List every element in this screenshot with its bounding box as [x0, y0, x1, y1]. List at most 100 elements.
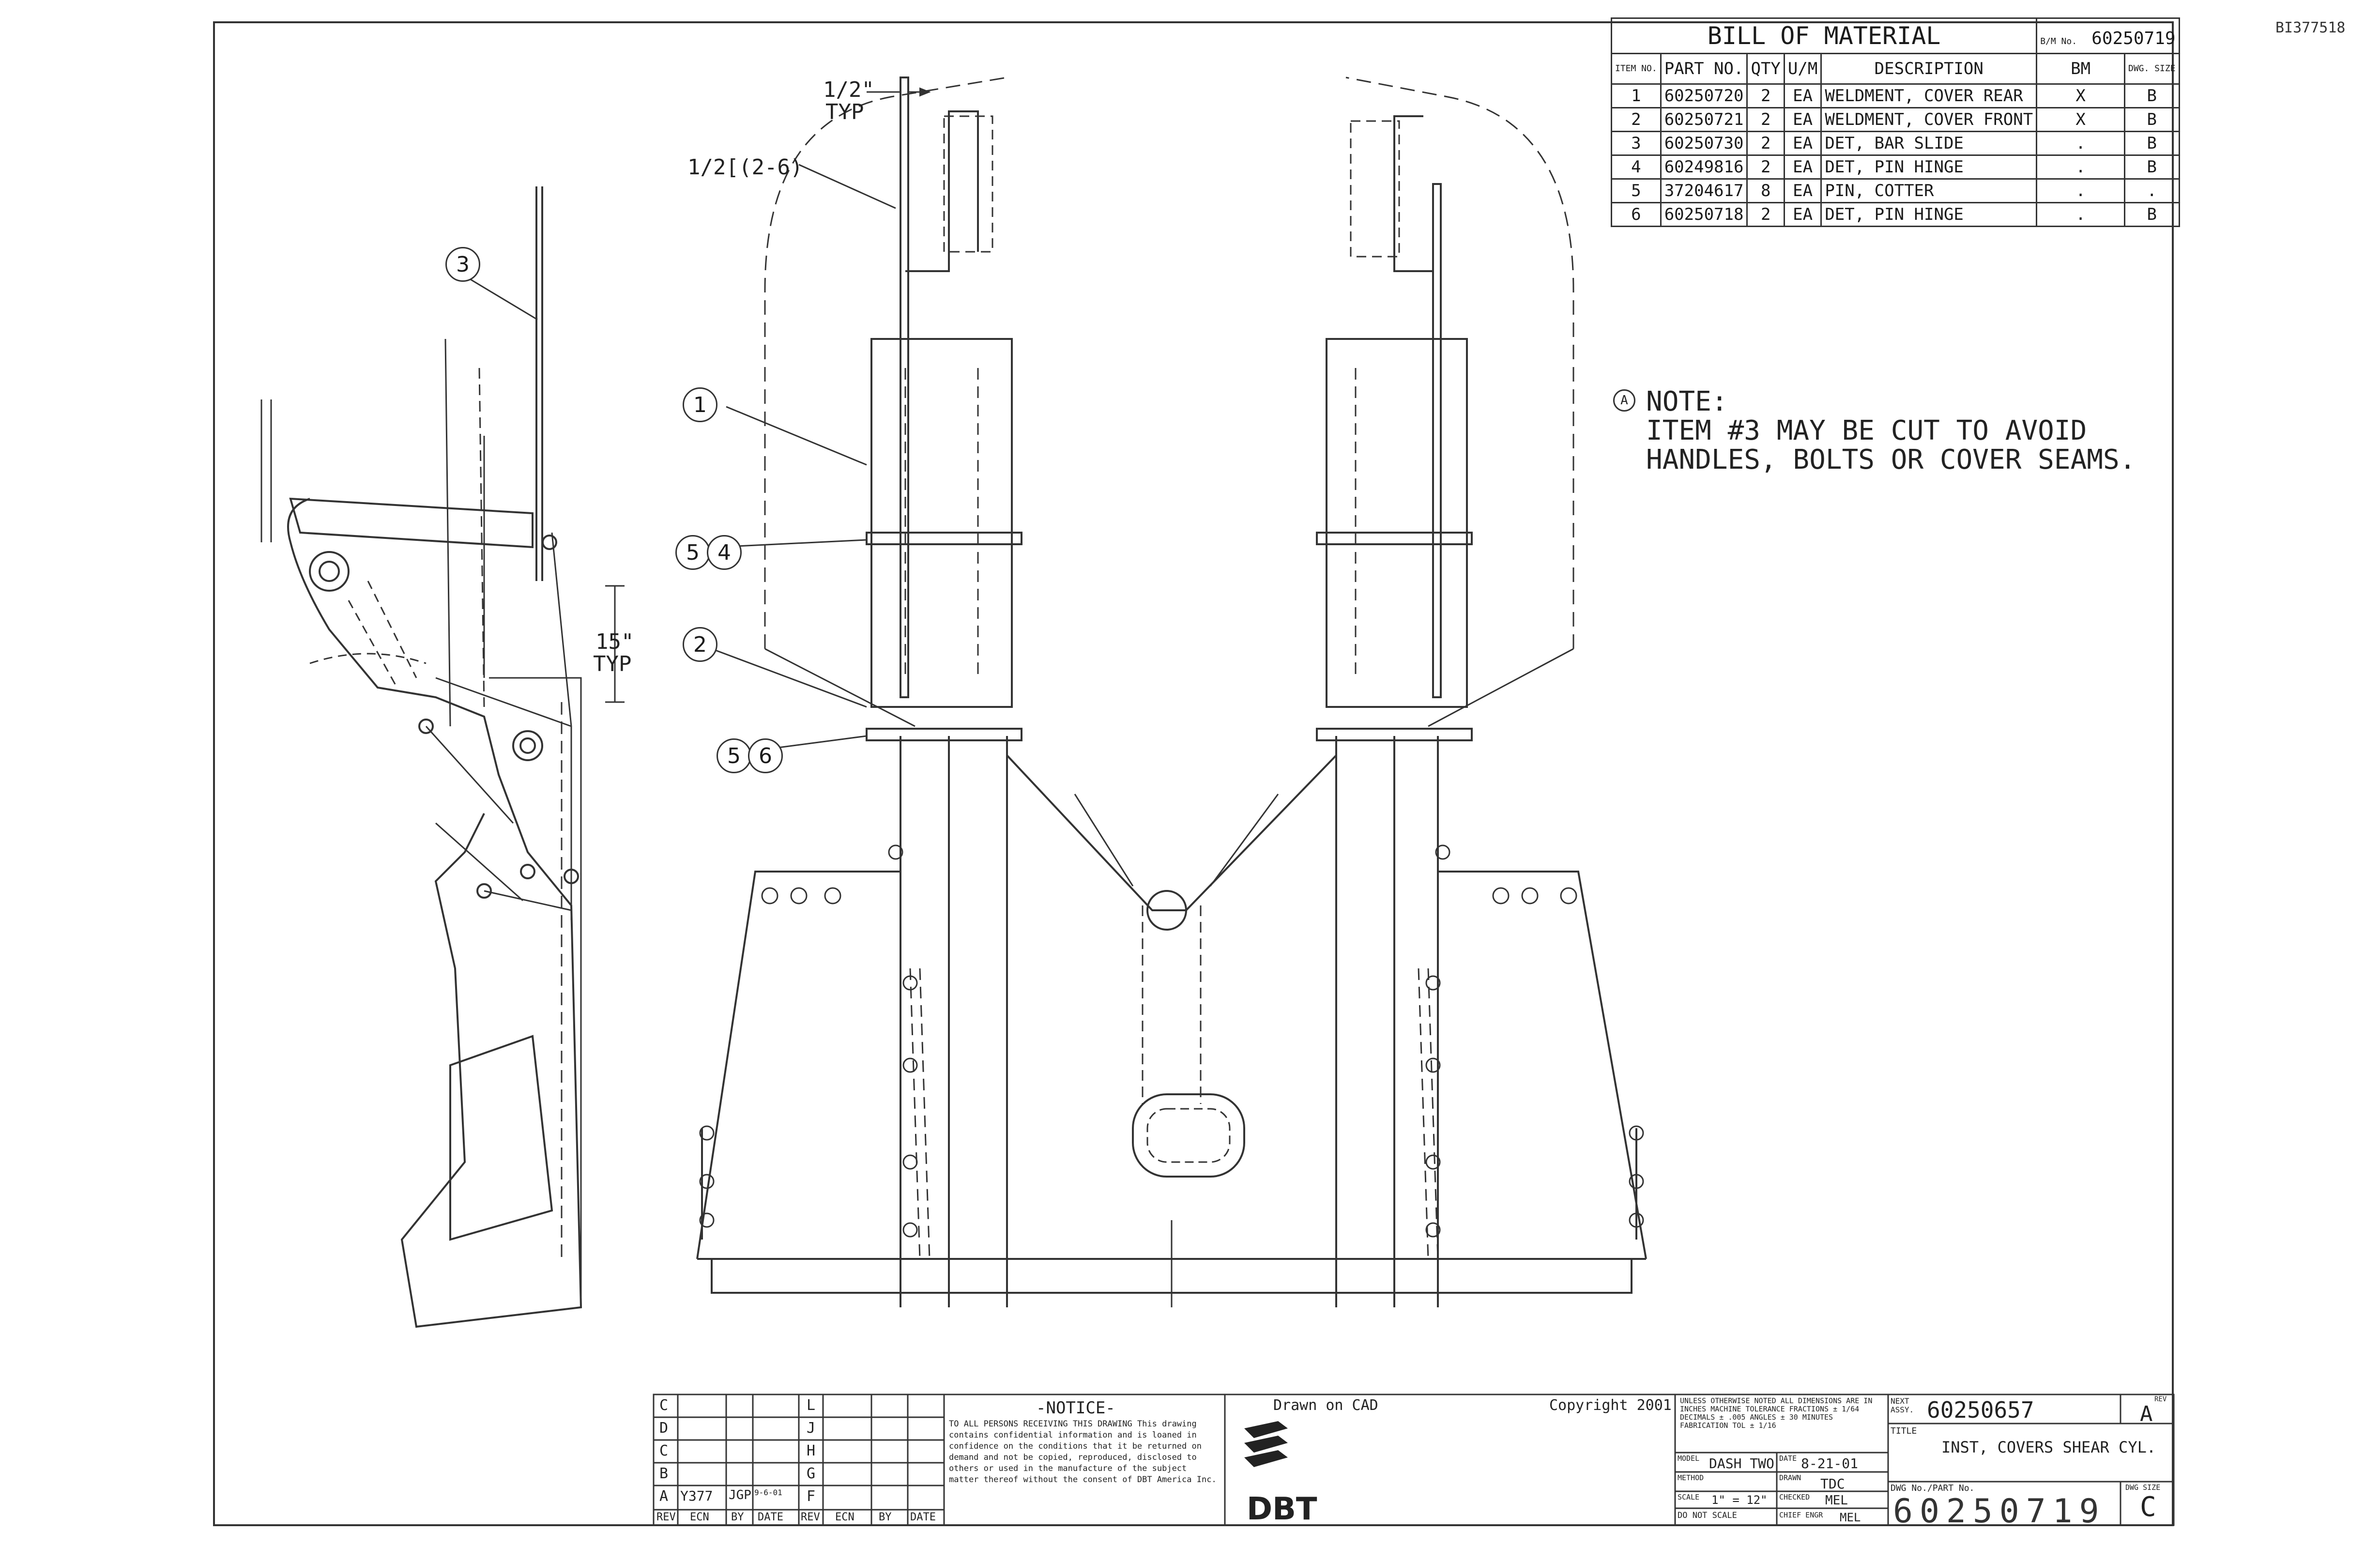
next-assy-label: NEXT ASSY. [1891, 1396, 1914, 1414]
bom-cell-desc: WELDMENT, COVER FRONT [1820, 107, 2038, 132]
bom-cell-item: 4 [1611, 154, 1662, 180]
rev-header-ecn-2: ECN [835, 1511, 854, 1523]
col-dwg-size: DWG. SIZE [2124, 53, 2180, 85]
rev-letter-right: H [807, 1442, 816, 1459]
callout-item-6: 6 [748, 738, 783, 773]
rev-header-ecn: ECN [690, 1511, 709, 1523]
callout-item-5-a: 5 [675, 535, 710, 570]
bom-cell-desc: DET, PIN HINGE [1820, 202, 2038, 227]
rev-header-by-2: BY [879, 1511, 892, 1523]
rev-letter-left: C [659, 1442, 669, 1459]
bom-cell-dwg: B [2124, 107, 2180, 132]
bom-cell-part: 60250718 [1660, 202, 1748, 227]
bom-cell-part: 60250730 [1660, 131, 1748, 156]
rev-letter-left: C [659, 1397, 669, 1414]
company-name: DBT [1247, 1491, 1317, 1527]
bom-cell-bm: . [2036, 154, 2125, 180]
front-view [464, 77, 1647, 1307]
callout-item-5-b: 5 [717, 738, 751, 773]
checked-label: CHECKED [1779, 1493, 1810, 1501]
bom-cell-um: EA [1783, 131, 1822, 156]
bom-cell-bm: X [2036, 107, 2125, 132]
dwg-size-label: DWG SIZE [2125, 1483, 2161, 1492]
rev-date: 9-6-01 [754, 1488, 782, 1497]
dim-fifteen-inch: 15" [595, 629, 634, 654]
bom-cell-um: EA [1783, 178, 1822, 203]
dim-typ: TYP [825, 100, 864, 124]
checked-value: MEL [1825, 1493, 1848, 1508]
bom-cell-um: EA [1783, 202, 1822, 227]
bom-cell-part: 60250720 [1660, 83, 1748, 108]
drawn-on-cad: Drawn on CAD [1273, 1397, 1378, 1414]
bom-cell-item: 1 [1611, 83, 1662, 108]
col-um: U/M [1783, 53, 1822, 85]
notice-text: TO ALL PERSONS RECEIVING THIS DRAWING Th… [949, 1419, 1217, 1485]
scale-value: 1" = 12" [1711, 1493, 1768, 1507]
date-label: DATE [1779, 1454, 1797, 1463]
bom-cell-qty: 8 [1746, 178, 1785, 203]
bom-cell-qty: 2 [1746, 107, 1785, 132]
next-assy-value: 60250657 [1927, 1397, 2034, 1423]
drawing-title: INST, COVERS SHEAR CYL. [1941, 1438, 2156, 1456]
bom-cell-desc: DET, PIN HINGE [1820, 154, 2038, 180]
rev-header-rev-2: REV [801, 1511, 820, 1523]
model-label: MODEL [1678, 1454, 1700, 1463]
rev-letter-left: B [659, 1465, 669, 1482]
rev-letter-right: F [807, 1488, 816, 1505]
drawing-note: A NOTE: ITEM #3 MAY BE CUT TO AVOID HAND… [1613, 387, 2136, 475]
dwg-no-label: DWG No./PART No. [1891, 1483, 1975, 1493]
rev-header-by: BY [731, 1511, 744, 1523]
col-bm: BM [2036, 53, 2125, 85]
document-id: BI377518 [2275, 19, 2346, 36]
bom-cell-dwg: . [2124, 178, 2180, 203]
callout-item-2: 2 [683, 627, 717, 662]
col-qty: QTY [1746, 53, 1785, 85]
bom-cell-dwg: B [2124, 83, 2180, 108]
bom-cell-qty: 2 [1746, 131, 1785, 156]
bom-cell-dwg: B [2124, 202, 2180, 227]
bom-cell-qty: 2 [1746, 202, 1785, 227]
bom-cell-part: 37204617 [1660, 178, 1748, 203]
do-not-scale: DO NOT SCALE [1678, 1511, 1737, 1520]
chief-engr-label: CHIEF ENGR [1779, 1511, 1823, 1519]
bom-cell-item: 2 [1611, 107, 1662, 132]
bom-cell-qty: 2 [1746, 83, 1785, 108]
note-symbol: A [1613, 389, 1635, 412]
note-line-1: ITEM #3 MAY BE CUT TO AVOID [1646, 415, 2087, 446]
rev-letter-left: D [659, 1420, 669, 1437]
callout-item-4: 4 [707, 535, 742, 570]
rev-letter-left: A [659, 1488, 669, 1505]
callout-item-1: 1 [683, 387, 717, 422]
side-view [260, 186, 625, 1328]
bom-number-cell: B/M No. 60250719 [2036, 17, 2180, 54]
title-label: TITLE [1891, 1426, 1917, 1436]
bom-cell-bm: X [2036, 83, 2125, 108]
bom-cell-um: EA [1783, 83, 1822, 108]
bom-cell-part: 60250721 [1660, 107, 1748, 132]
dim-half-inch: 1/2" [823, 77, 874, 102]
bom-title: BILL OF MATERIAL [1610, 17, 2038, 54]
bom-cell-item: 3 [1611, 131, 1662, 156]
rev-header-date-2: DATE [910, 1511, 936, 1523]
dwg-size-value: C [2140, 1491, 2156, 1523]
bom-number-label: B/M No. [2040, 36, 2077, 46]
rev-value: A [2140, 1402, 2153, 1426]
bom-cell-bm: . [2036, 202, 2125, 227]
date-value: 8-21-01 [1801, 1455, 1859, 1471]
notice-title: -NOTICE- [1036, 1398, 1115, 1418]
rev-ecn: Y377 [680, 1488, 713, 1504]
rev-by: JGP [729, 1488, 751, 1502]
note-line-2: HANDLES, BOLTS OR COVER SEAMS. [1646, 444, 2136, 475]
bill-of-material-table: BILL OF MATERIAL B/M No. 60250719 ITEM N… [1610, 17, 2180, 227]
chief-engr-value: MEL [1840, 1511, 1861, 1524]
rev-header-rev: REV [656, 1511, 676, 1523]
col-part: PART NO. [1660, 53, 1748, 85]
weld-symbol: 1/2[(2-6) [687, 155, 803, 180]
col-item: ITEM NO. [1611, 53, 1662, 85]
bom-cell-desc: WELDMENT, COVER REAR [1820, 83, 2038, 108]
